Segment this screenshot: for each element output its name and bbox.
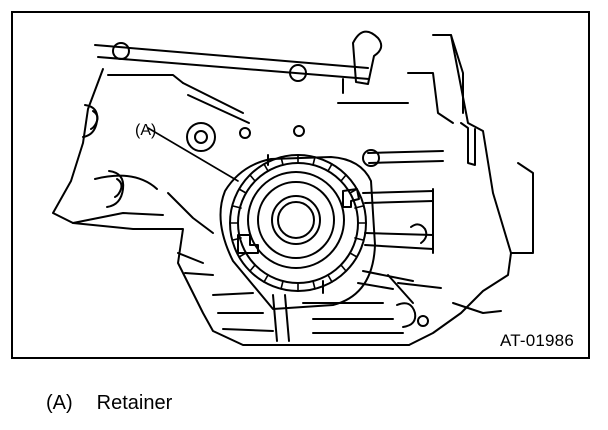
transmission-case-illustration: [52, 30, 534, 346]
legend-key: (A): [46, 392, 73, 414]
legend-label: Retainer: [96, 392, 173, 414]
callout-label-a: (A): [135, 122, 157, 139]
figure-frame: (A) AT-01986: [11, 11, 590, 359]
legend-item-a: (A) Retainer: [46, 392, 172, 415]
figure-id: AT-01986: [499, 331, 574, 350]
